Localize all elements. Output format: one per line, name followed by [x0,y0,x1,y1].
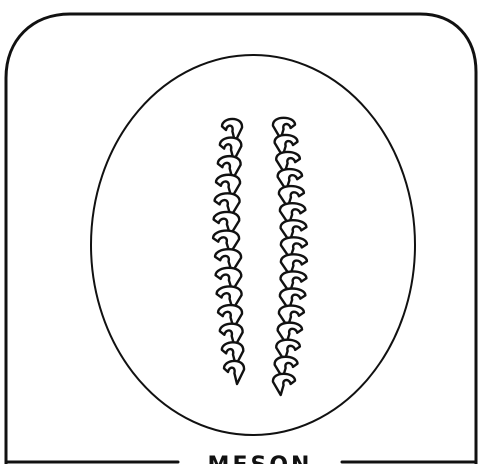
left-mark-row [213,119,244,384]
left-mark [224,361,244,384]
right-mark [273,374,295,395]
oval-outline [91,55,415,435]
right-mark-row [273,118,307,395]
caption-label: MESON [208,453,313,464]
frame-outline [6,14,476,464]
